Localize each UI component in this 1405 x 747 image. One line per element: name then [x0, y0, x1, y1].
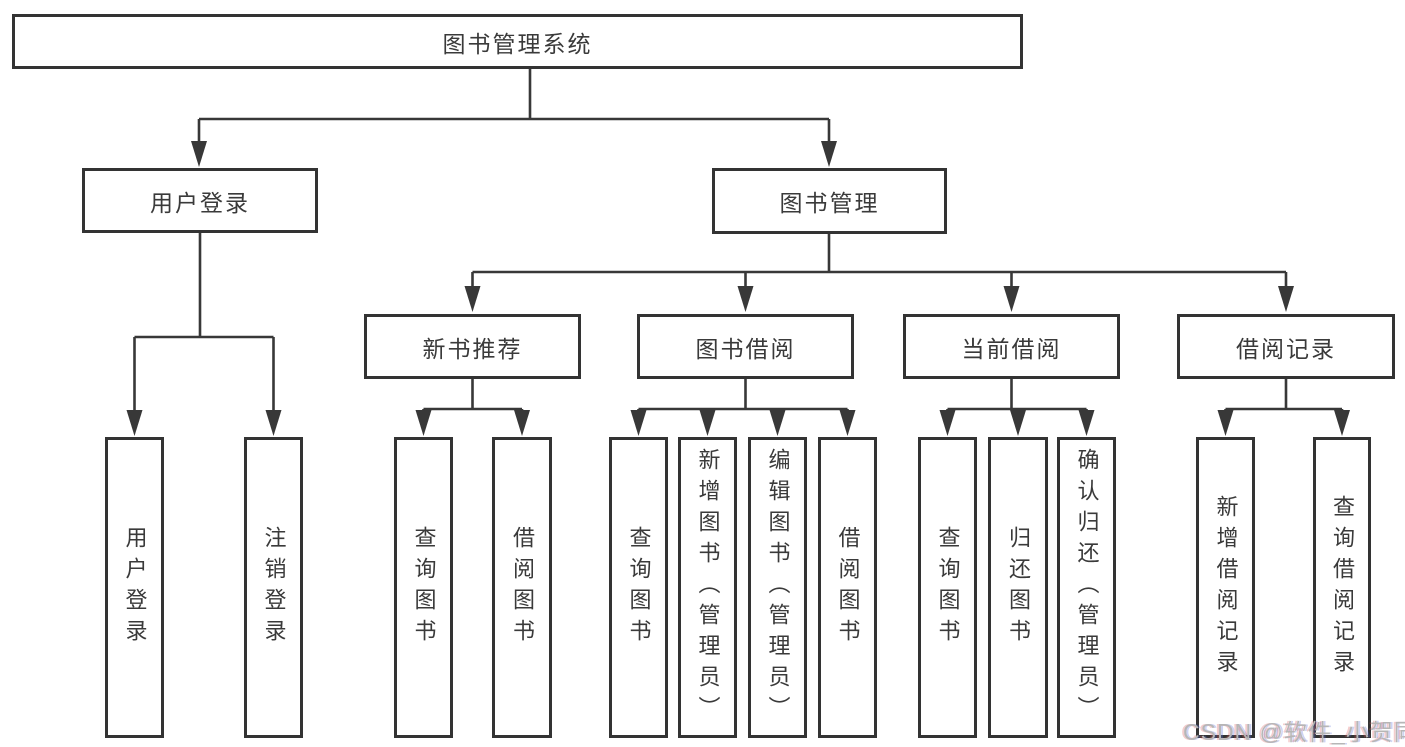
arrowhead-icon [821, 141, 837, 167]
arrowhead-icon [191, 141, 207, 167]
connector-root-stem [197, 68, 831, 144]
arrowhead-icon [699, 410, 716, 436]
node-system-root: 图书管理系统 [12, 14, 1023, 69]
arrowhead-icon [1010, 410, 1026, 436]
arrowhead-icon [769, 410, 786, 436]
leaf-user-login: 用户登录 [105, 437, 164, 738]
leaf-records-add-record: 新增借阅记录 [1196, 437, 1255, 738]
leaf-current-return-books: 归还图书 [988, 437, 1048, 738]
leaf-borrow-add-books-admin: 新增图书（管理员） [678, 437, 737, 738]
arrowhead-icon [737, 286, 754, 312]
node-book-borrow: 图书借阅 [637, 314, 854, 379]
connector-new-book [422, 379, 524, 412]
connector-book-borrow [637, 379, 849, 412]
arrowhead-icon [1334, 410, 1350, 436]
leaf-newbook-query-books: 查询图书 [394, 437, 453, 738]
arrowhead-icon [1217, 410, 1234, 436]
node-user-login: 用户登录 [82, 168, 318, 233]
node-borrow-records: 借阅记录 [1177, 314, 1395, 379]
arrowhead-icon [630, 410, 647, 436]
leaf-borrow-borrow-books: 借阅图书 [818, 437, 877, 738]
arrowhead-icon [514, 410, 530, 436]
leaf-borrow-query-books: 查询图书 [609, 437, 668, 738]
arrowhead-icon [1278, 286, 1294, 312]
node-current-borrow: 当前借阅 [903, 314, 1120, 379]
leaf-newbook-borrow-books: 借阅图书 [492, 437, 552, 738]
arrowhead-icon [415, 410, 432, 436]
arrowhead-icon [265, 410, 282, 436]
connector-book-management [471, 234, 1288, 288]
arrowhead-icon [1003, 286, 1020, 312]
arrowhead-icon [464, 286, 481, 312]
watermark-text: CSDN @软件_小贺同学 [1183, 719, 1405, 745]
connector-user-login [133, 233, 275, 412]
arrowhead-icon [1078, 410, 1095, 436]
arrowhead-icon [126, 410, 143, 436]
leaf-records-query-record: 查询借阅记录 [1313, 437, 1371, 738]
leaf-current-query-books: 查询图书 [918, 437, 977, 738]
arrowhead-icon [839, 410, 856, 436]
node-book-management: 图书管理 [712, 168, 947, 234]
connector-borrow-records [1224, 379, 1344, 412]
connector-current-borrow [946, 379, 1088, 412]
leaf-borrow-edit-books-admin: 编辑图书（管理员） [748, 437, 807, 738]
node-new-book-recommend: 新书推荐 [364, 314, 581, 379]
leaf-current-confirm-return-admin: 确认归还（管理员） [1057, 437, 1116, 738]
arrowhead-icon [939, 410, 956, 436]
leaf-logout: 注销登录 [244, 437, 303, 738]
